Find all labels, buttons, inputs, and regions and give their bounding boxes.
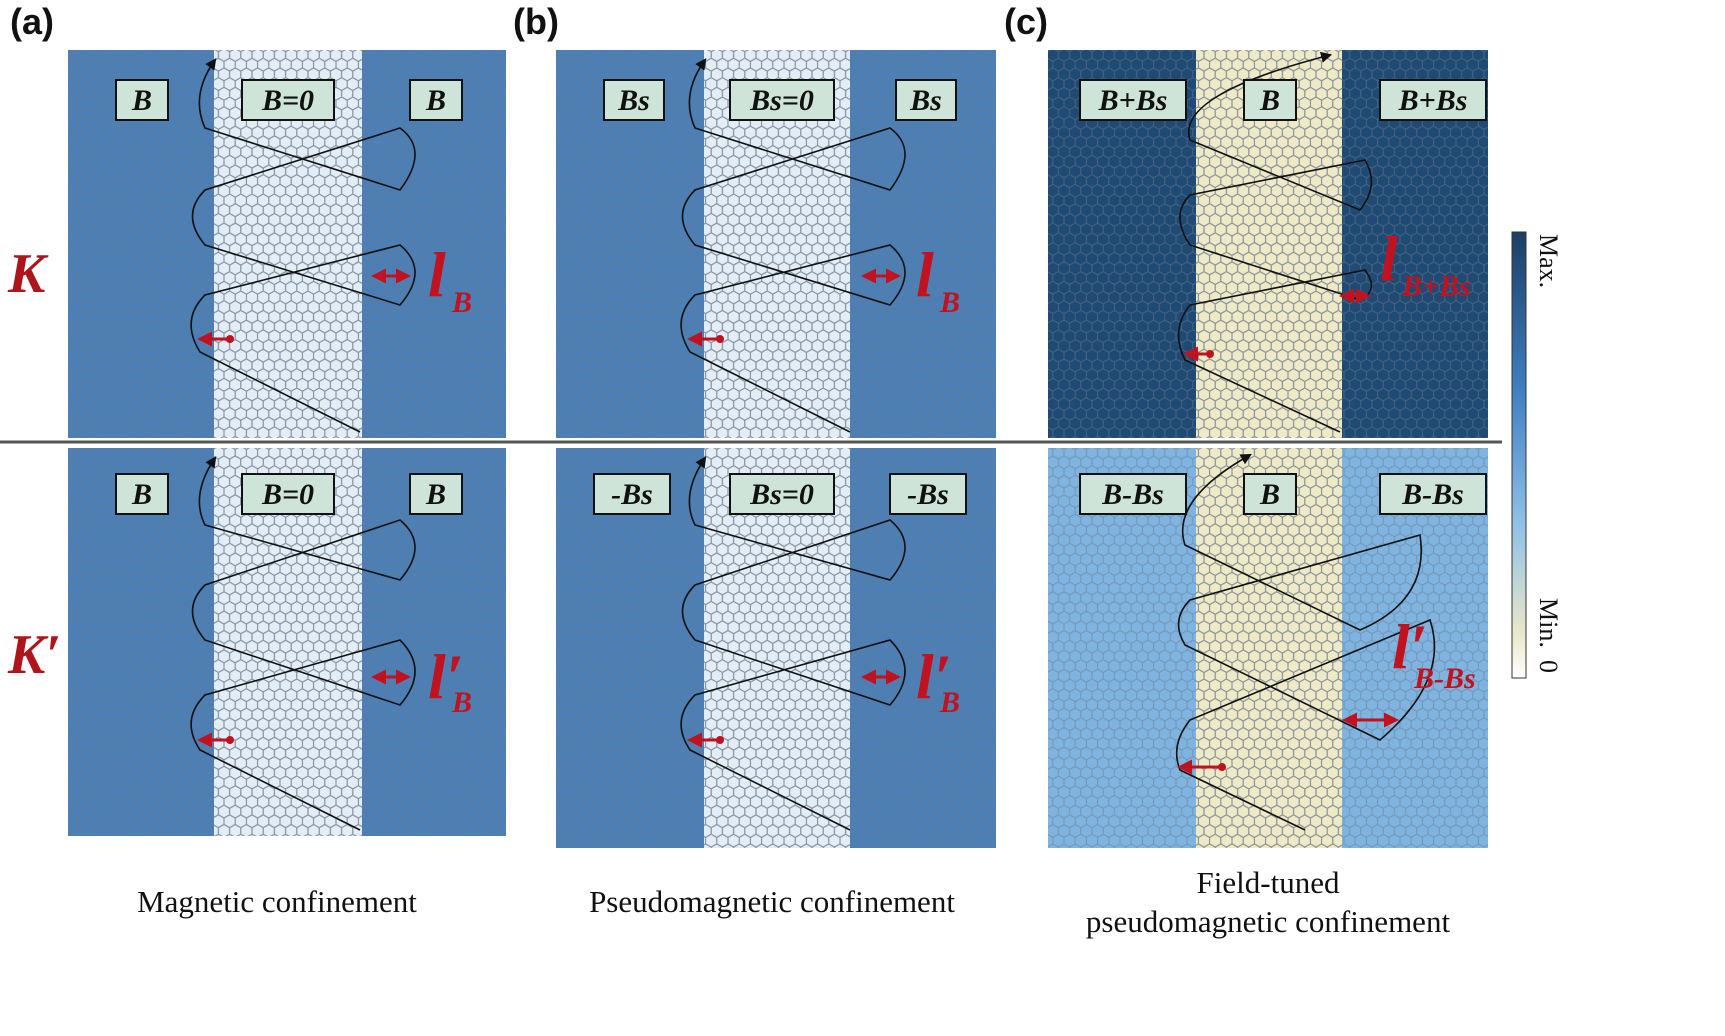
field-label-a-bottom-right: B <box>425 478 446 511</box>
field-label-b-bottom-left: -Bs <box>611 478 653 511</box>
length-c-bottom-sub: B-Bs <box>1413 662 1476 695</box>
field-label-a-top-mid: B=0 <box>261 84 314 117</box>
panel-b-top-left-length-dot <box>716 335 724 343</box>
field-label-b-bottom-mid: Bs=0 <box>749 478 814 511</box>
length-b-bottom-main: l′ <box>916 641 952 712</box>
panel-letter-c: (c) <box>1004 1 1048 42</box>
panel-c-bottom-left-length-dot <box>1218 763 1226 771</box>
label-box <box>241 473 335 515</box>
field-label-c-bottom-right: B-Bs <box>1401 478 1464 511</box>
label-box <box>409 79 463 121</box>
panel-letter-b: (b) <box>513 1 559 42</box>
label-box <box>729 79 835 121</box>
panel-a-bottom-orbits <box>190 456 416 831</box>
colorbar-max-label: Max. <box>1534 234 1563 288</box>
length-b-top-main: l <box>916 239 934 310</box>
label-box <box>889 473 967 515</box>
label-box <box>1079 473 1187 515</box>
field-label-b-top-mid: Bs=0 <box>749 84 814 117</box>
panel-b-bottom-orbits <box>680 456 906 831</box>
field-label-a-top-right: B <box>425 84 446 117</box>
length-c-bottom-main: l′ <box>1392 611 1428 682</box>
label-box <box>241 79 335 121</box>
label-box <box>729 473 835 515</box>
label-box <box>115 473 169 515</box>
panel-b <box>556 50 996 848</box>
caption-c-line1: Field-tuned <box>1197 865 1340 900</box>
field-label-b-top-left: Bs <box>617 84 650 117</box>
valley-label-k: K <box>7 243 49 305</box>
label-box <box>895 79 957 121</box>
caption-a: Magnetic confinement <box>137 884 417 919</box>
panel-a-top-orbits <box>190 58 416 433</box>
length-b-top-sub: B <box>939 286 960 319</box>
label-box <box>409 473 463 515</box>
length-b-bottom-sub: B <box>939 686 960 719</box>
length-labels: l B l′ B l B l′ B l B+Bs l′ B-Bs <box>428 223 1476 719</box>
panel-a-top-left-length-dot <box>226 335 234 343</box>
panel-letter-a: (a) <box>10 1 54 42</box>
field-label-c-top-right: B+Bs <box>1398 84 1468 117</box>
field-label-b-bottom-right: -Bs <box>907 478 949 511</box>
valley-label-k-prime: K′ <box>7 624 61 686</box>
caption-c-line2: pseudomagnetic confinement <box>1086 904 1451 939</box>
label-box <box>1243 473 1297 515</box>
panel-a-bottom-left-length-dot <box>226 736 234 744</box>
length-c-top-main: l <box>1380 223 1398 294</box>
length-a-top-sub: B <box>451 286 472 319</box>
field-label-c-top-mid: B <box>1259 84 1280 117</box>
label-box <box>115 79 169 121</box>
colorbar: Max. Min. 0 <box>1511 231 1563 679</box>
colorbar-zero-label: 0 <box>1534 660 1563 673</box>
field-labels: B B=0 B B B=0 B Bs Bs=0 Bs -Bs Bs=0 -Bs … <box>115 79 1487 515</box>
label-box <box>1379 473 1487 515</box>
field-label-c-bottom-mid: B <box>1259 478 1280 511</box>
field-label-b-top-right: Bs <box>909 84 942 117</box>
panel-b-bottom-left-length-dot <box>716 736 724 744</box>
colorbar-min-label: Min. <box>1534 598 1563 648</box>
field-label-c-top-left: B+Bs <box>1098 84 1168 117</box>
length-a-top-main: l <box>428 239 446 310</box>
label-box <box>603 79 665 121</box>
label-box <box>1243 79 1297 121</box>
length-a-bottom-sub: B <box>451 686 472 719</box>
panel-c-bottom-orbits <box>1175 453 1436 831</box>
label-box <box>1079 79 1187 121</box>
length-c-top-sub: B+Bs <box>1401 270 1471 303</box>
field-label-c-bottom-left: B-Bs <box>1101 478 1164 511</box>
panel-c-top-orbits <box>1177 51 1373 433</box>
field-label-a-bottom-left: B <box>131 478 152 511</box>
caption-b: Pseudomagnetic confinement <box>589 884 955 919</box>
panel-c <box>1048 50 1488 848</box>
panel-c-top-left-length-dot <box>1206 350 1214 358</box>
panel-b-top-orbits <box>680 58 906 433</box>
label-box <box>1379 79 1487 121</box>
length-a-bottom-main: l′ <box>428 641 464 712</box>
field-label-a-top-left: B <box>131 84 152 117</box>
colorbar-gradient <box>1511 231 1527 679</box>
field-label-a-bottom-mid: B=0 <box>261 478 314 511</box>
label-box <box>593 473 671 515</box>
